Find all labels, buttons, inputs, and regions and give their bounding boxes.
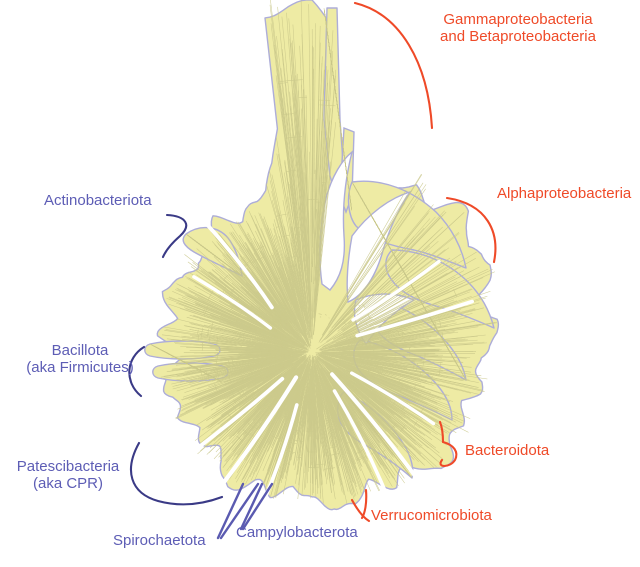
- pointer-gammaproteobacteria: [353, 1, 434, 130]
- pointer-campylobacterota-b: [241, 482, 274, 531]
- pointer-spirochaetota-b: [219, 482, 260, 540]
- radial-tree: [144, 0, 500, 520]
- label-line: Alphaproteobacteria: [497, 185, 632, 202]
- label-line: Bacillota: [52, 342, 109, 359]
- label-line: Verrucomicrobiota: [371, 507, 493, 524]
- label-alphaproteobacteria: Alphaproteobacteria: [497, 185, 632, 202]
- label-line: (aka CPR): [33, 475, 103, 492]
- pointer-actinobacteriota: [161, 213, 188, 259]
- pointer-alphaproteobacteria: [445, 196, 497, 264]
- label-spirochaetota: Spirochaetota: [113, 532, 206, 549]
- pointer-verrucomicrobiota: [350, 498, 371, 523]
- pointer-patescibacteria: [130, 441, 224, 506]
- label-verrucomicrobiota: Verrucomicrobiota: [371, 507, 493, 524]
- lobe-hairlines: [149, 8, 467, 479]
- label-line: Patescibacteria: [17, 458, 120, 475]
- label-campylobacterota: Campylobacterota: [236, 524, 358, 541]
- label-line: (aka Firmicutes): [26, 359, 134, 376]
- label-line: Campylobacterota: [236, 524, 358, 541]
- label-line: Gammaproteobacteria: [443, 11, 593, 28]
- label-actinobacteriota: Actinobacteriota: [44, 192, 152, 209]
- label-patescibacteria: Patescibacteria(aka CPR): [17, 458, 120, 492]
- pointer-bacteroidota-tail: [438, 420, 445, 444]
- interior-slits: [171, 218, 474, 520]
- label-bacillota: Bacillota(aka Firmicutes): [26, 342, 134, 376]
- label-line: and Betaproteobacteria: [440, 28, 597, 45]
- label-line: Actinobacteriota: [44, 192, 152, 209]
- pointer-campylobacterota-a: [239, 482, 264, 531]
- label-line: Bacteroidota: [465, 442, 550, 459]
- label-bacteroidota: Bacteroidota: [465, 442, 550, 459]
- alpha-lobe-1: [347, 180, 467, 269]
- leader-lines: [128, 1, 497, 540]
- label-line: Spirochaetota: [113, 532, 206, 549]
- pointer-spirochaetota-a: [216, 482, 245, 540]
- branch-hairlines: [160, 0, 498, 504]
- pointer-verrucomicrobiota-tail: [360, 488, 368, 520]
- pointer-bacillota: [128, 345, 146, 398]
- pointer-bacteroidota: [439, 440, 458, 468]
